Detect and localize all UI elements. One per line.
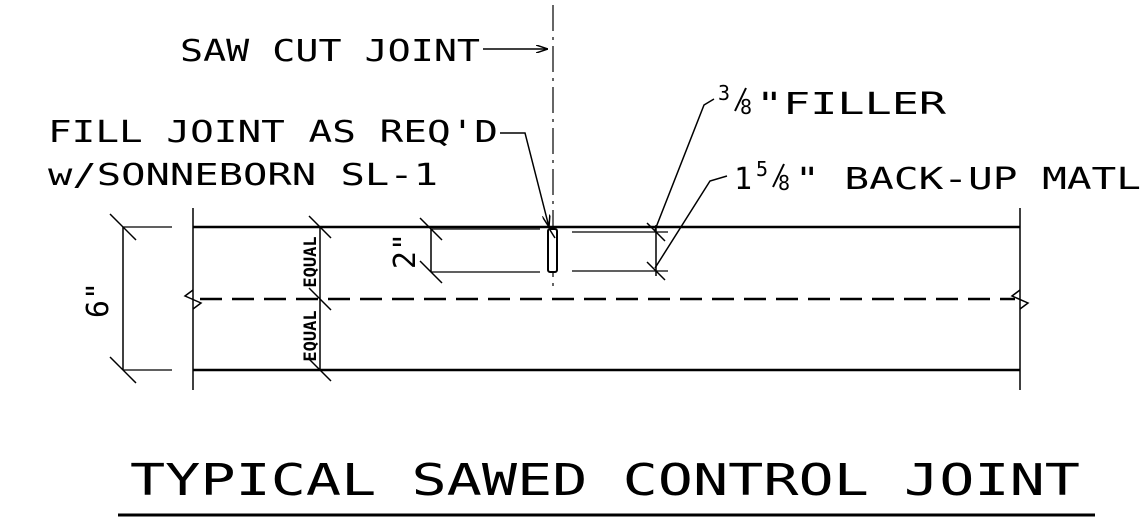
- dim-2in-bottom-tick: [419, 260, 443, 284]
- backup-leader: [654, 175, 728, 269]
- backup-fraction-slash: [772, 163, 785, 188]
- filler-callout: 3 8 "FILLER: [718, 81, 947, 122]
- filler-callout-text: "FILLER: [756, 87, 947, 122]
- backup-fraction-numerator: 5: [756, 157, 768, 181]
- backup-whole-number: 1: [734, 162, 752, 197]
- dim-equal-mid-tick: [308, 287, 332, 311]
- saw-cut-slot: [547, 228, 558, 273]
- dim-filler-bottom-tick: [646, 261, 666, 281]
- filler-fraction-slash: [734, 87, 747, 112]
- break-mark-left: [183, 289, 203, 310]
- filler-leader: [654, 98, 715, 231]
- filler-fraction-numerator: 3: [718, 81, 730, 105]
- dim-6in-bottom-tick: [109, 356, 137, 384]
- dim-2in-label: 2": [388, 233, 423, 269]
- dim-equal-upper-label: EQUAL: [301, 236, 321, 287]
- dim-2in-top-tick: [419, 217, 443, 241]
- fill-joint-callout-line2: w/SONNEBORN SL-1: [48, 158, 438, 193]
- saw-cut-callout: SAW CUT JOINT: [180, 34, 480, 69]
- fill-joint-leader: [500, 132, 549, 227]
- backup-callout-text: " BACK-UP MATL: [795, 162, 1141, 197]
- backup-callout: 1 5 8 " BACK-UP MATL: [734, 157, 1141, 197]
- backup-fraction-denominator: 8: [778, 171, 790, 195]
- filler-fraction-denominator: 8: [740, 95, 752, 119]
- dim-6in-label: 6": [81, 282, 116, 318]
- filler-strip: [549, 229, 556, 239]
- fill-joint-callout-line1: FILL JOINT AS REQ'D: [48, 115, 498, 150]
- dim-equal-lower-label: EQUAL: [301, 310, 321, 361]
- break-mark-right: [1010, 289, 1030, 310]
- drawing-title: TYPICAL SAWED CONTROL JOINT: [130, 455, 1080, 506]
- dim-6in-top-tick: [109, 213, 137, 241]
- dim-equal-bottom-tick: [308, 358, 332, 382]
- dim-equal-top-tick: [308, 215, 332, 239]
- dim-filler-top-tick: [646, 222, 666, 242]
